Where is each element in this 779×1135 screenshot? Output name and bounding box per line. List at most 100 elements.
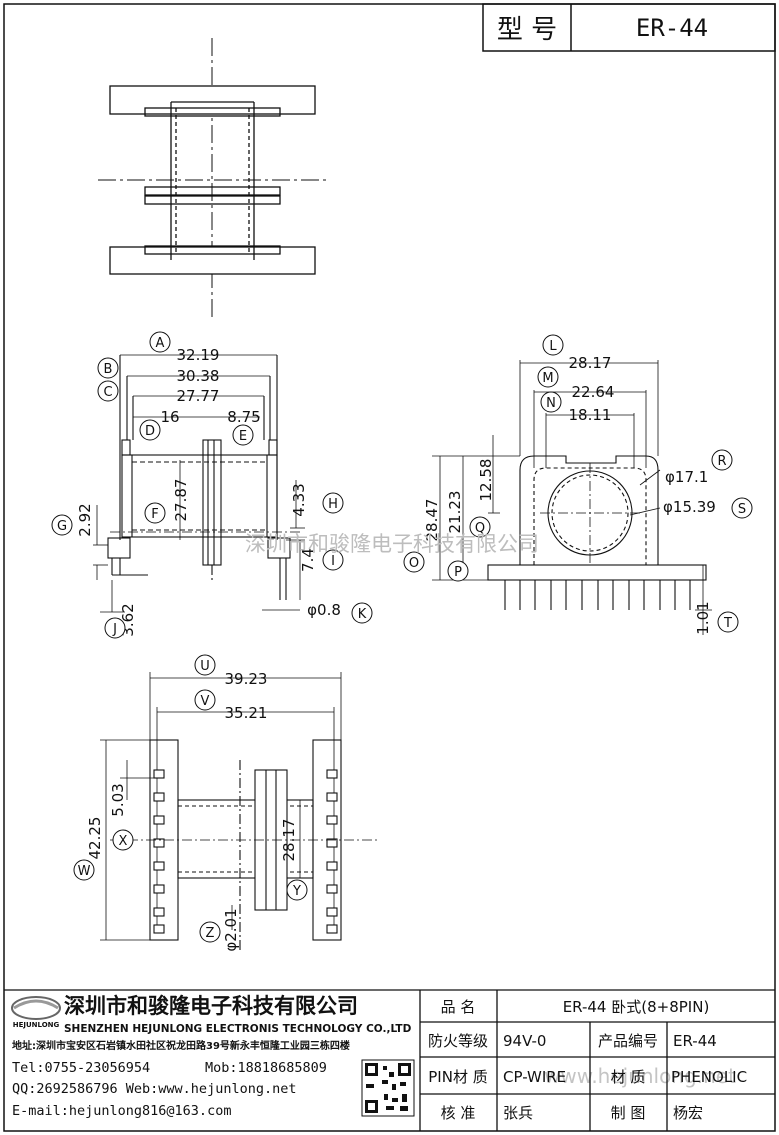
model-label: 型 号 (497, 15, 557, 45)
svg-text:A: A (156, 336, 165, 351)
callout-m: M (537, 366, 559, 388)
pin-material-value: CP-WIRE (503, 1068, 566, 1086)
callout-g: G (51, 514, 73, 536)
callout-i: I (322, 549, 344, 571)
product-name-value: ER-44 卧式(8+8PIN) (563, 998, 710, 1016)
drawing-frame (3, 3, 776, 1132)
dim-z-value: φ2.01 (222, 908, 240, 951)
logo-text: HEJUNLONG (13, 1021, 60, 1029)
callout-y: Y (286, 879, 308, 901)
svg-text:U: U (200, 659, 210, 674)
company-qq-web: QQ:2692586796 Web:www.hejunlong.net (12, 1081, 296, 1097)
callout-o: O (403, 551, 425, 573)
dim-n-value: 18.11 (569, 406, 612, 424)
side-view (93, 354, 305, 613)
dim-a-value: 32.19 (177, 346, 220, 364)
dim-p-value: 21.23 (446, 491, 464, 534)
company-mob: Mob:18818685809 (205, 1060, 327, 1076)
front-view-dims: 28.17 22.64 18.11 28.47 21.23 12.58 φ17.… (423, 354, 716, 635)
company-logo: HEJUNLONG (11, 996, 61, 1029)
callout-x: X (112, 829, 134, 851)
dim-k-value: φ0.8 (307, 601, 341, 619)
dim-x-value: 5.03 (109, 783, 127, 816)
callout-h: H (322, 492, 344, 514)
dim-i-value: 7.4 (299, 548, 317, 572)
dim-s-value: φ15.39 (663, 498, 716, 516)
company-name-cn: 深圳市和骏隆电子科技有限公司 (64, 993, 358, 1018)
bottom-left-pins (153, 769, 165, 934)
product-code-value: ER-44 (673, 1032, 717, 1050)
callout-c: C (97, 380, 119, 402)
svg-text:N: N (546, 396, 556, 411)
bottom-view-dims: 39.23 35.21 42.25 5.03 28.17 φ2.01 (86, 670, 298, 952)
dim-o-value: 28.47 (423, 499, 441, 542)
watermark-company: 深圳市和骏隆电子科技有限公司 (245, 532, 539, 556)
svg-text:R: R (717, 454, 726, 469)
dim-f-value: 27.87 (172, 479, 190, 522)
product-name-label: 品 名 (441, 998, 476, 1016)
bottom-right-pins (326, 769, 338, 934)
fire-rating-value: 94V-0 (503, 1032, 546, 1050)
callout-j: J (104, 617, 126, 639)
watermark-url: www.hejunlong.net (544, 1064, 736, 1088)
callouts: A B C D E F G H I J K L M N O P Q R S T … (51, 331, 753, 943)
drawer-value: 杨宏 (673, 1104, 703, 1122)
svg-text:Q: Q (475, 521, 485, 536)
checker-value: 张兵 (503, 1104, 533, 1122)
title-block (4, 989, 775, 1131)
svg-text:G: G (57, 519, 67, 534)
material-label: 材 质 (611, 1068, 646, 1086)
product-code-label: 产品编号 (598, 1032, 658, 1050)
callout-f: F (144, 502, 166, 524)
svg-text:I: I (331, 554, 335, 569)
svg-text:O: O (409, 556, 419, 571)
callout-u: U (194, 654, 216, 676)
callout-k: K (351, 602, 373, 624)
svg-text:E: E (239, 429, 247, 444)
svg-text:B: B (104, 362, 113, 377)
bottom-view (100, 672, 380, 950)
company-email: E-mail:hejunlong816@163.com (12, 1103, 231, 1119)
callout-s: S (731, 497, 753, 519)
svg-text:D: D (145, 424, 155, 439)
dim-e-value: 8.75 (227, 408, 260, 426)
callout-v: V (194, 689, 216, 711)
material-value: PHENOLIC (671, 1068, 747, 1086)
callout-a: A (149, 331, 171, 353)
company-block: HEJUNLONG 深圳市和骏隆电子科技有限公司 SHENZHEN HEJUNL… (11, 993, 415, 1119)
top-view (98, 38, 330, 320)
svg-text:S: S (738, 502, 746, 517)
callout-b: B (97, 357, 119, 379)
dim-q-value: 12.58 (477, 459, 495, 502)
company-address: 地址:深圳市宝安区石岩镇水田社区祝龙田路39号新永丰恒隆工业园三栋四楼 (12, 1039, 350, 1052)
front-view (432, 360, 712, 635)
checker-label: 核 准 (441, 1104, 476, 1122)
dim-d-value: 16 (160, 408, 179, 426)
fire-rating-label: 防火等级 (428, 1032, 488, 1050)
model-value: ER-44 (636, 14, 708, 42)
svg-text:Y: Y (292, 884, 301, 899)
callout-r: R (711, 449, 733, 471)
dim-m-value: 22.64 (572, 383, 615, 401)
dim-y-value: 28.17 (280, 819, 298, 862)
dim-h-value: 4.33 (290, 483, 308, 516)
callout-p: P (447, 560, 469, 582)
company-tel: Tel:0755-23056954 (12, 1060, 150, 1076)
callout-w: W (73, 859, 95, 881)
svg-text:L: L (549, 339, 557, 354)
callout-n: N (540, 391, 562, 413)
callout-q: Q (469, 516, 491, 538)
pin-material-label: PIN材 质 (428, 1068, 487, 1086)
callout-e: E (232, 424, 254, 446)
dim-u-value: 39.23 (225, 670, 268, 688)
dim-b-value: 30.38 (177, 367, 220, 385)
svg-text:F: F (151, 507, 158, 522)
svg-text:H: H (328, 497, 338, 512)
drawer-label: 制 图 (611, 1104, 646, 1122)
dim-v-value: 35.21 (225, 704, 268, 722)
svg-text:P: P (454, 565, 462, 580)
dim-c-value: 27.77 (177, 387, 220, 405)
svg-text:V: V (201, 694, 210, 709)
title-block-text: 品 名 ER-44 卧式(8+8PIN) 防火等级 94V-0 产品编号 ER-… (428, 998, 747, 1122)
